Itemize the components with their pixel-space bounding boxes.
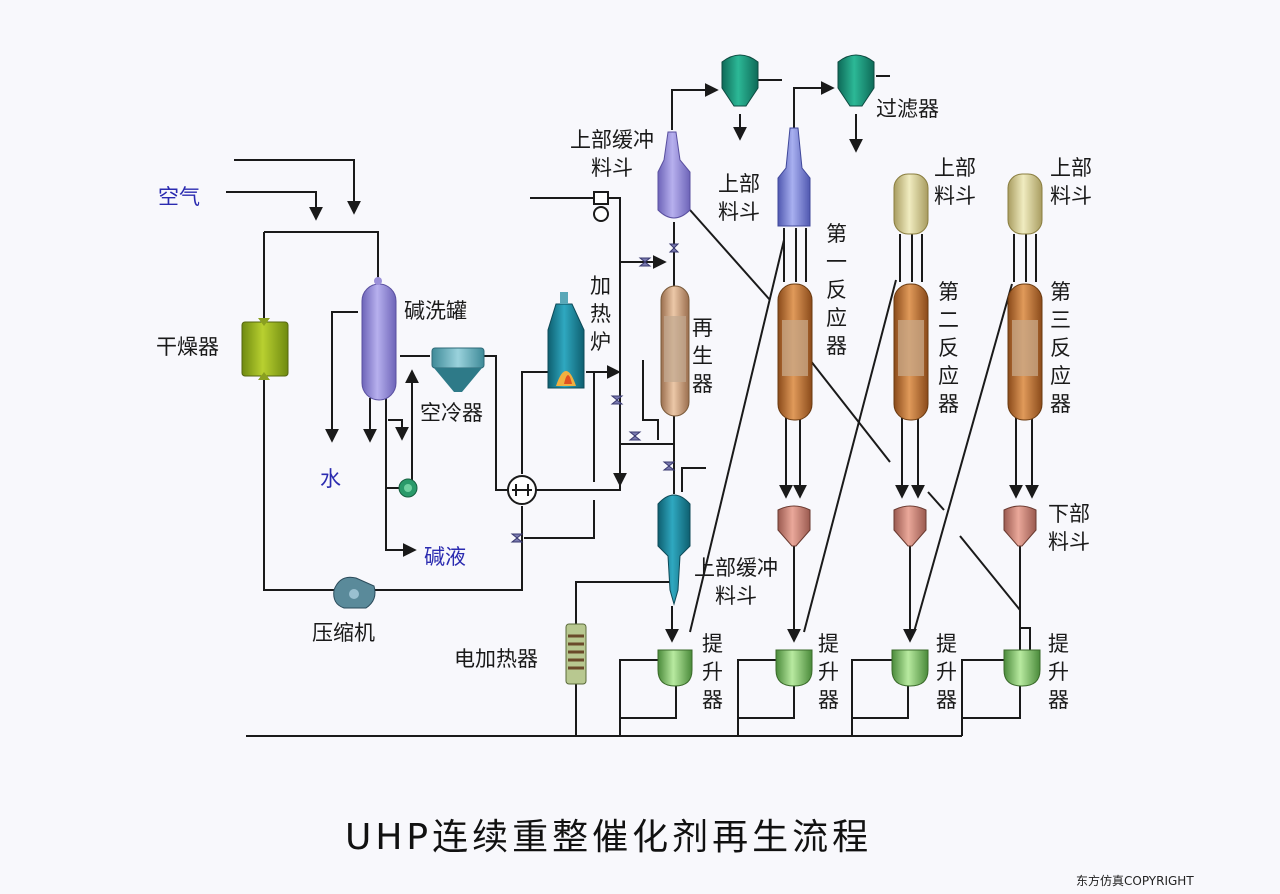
pipe-cooler-out: [484, 355, 508, 491]
copyright: 东方仿真COPYRIGHT: [1076, 874, 1194, 888]
pump[interactable]: [398, 478, 418, 498]
valve-icon[interactable]: [628, 431, 642, 441]
label-reactor-3: 第三反应器: [1050, 280, 1071, 416]
label-caustic-liquid: 碱液: [424, 545, 466, 569]
reactor-1[interactable]: [777, 283, 813, 421]
label-air-cooler: 空冷器: [420, 401, 483, 425]
label-lower-hopper: 下部料斗: [1048, 502, 1090, 554]
label-upper-hopper-1: 上部料斗: [718, 172, 760, 224]
pipe-transfer-3: [959, 535, 1021, 656]
pipe-buffer-to-filter-1: [671, 83, 719, 130]
pipe-lower-3b: [1020, 627, 1031, 650]
label-reactor-1: 第一反应器: [826, 222, 847, 358]
caustic-wash-tank[interactable]: [361, 277, 397, 401]
valve-icon[interactable]: [510, 533, 524, 543]
label-dryer: 干燥器: [156, 335, 219, 359]
pipe-transfer-1: [809, 359, 891, 463]
valve-icon[interactable]: [668, 243, 680, 253]
label-lifter-3: 提升器: [936, 632, 957, 712]
valve-icon[interactable]: [610, 395, 624, 405]
pipe-transfer-2: [927, 491, 945, 511]
label-upper-hopper-2: 上部料斗: [934, 156, 976, 208]
valve-icon[interactable]: [638, 257, 652, 267]
reactor-2[interactable]: [893, 283, 929, 421]
label-lifter-2: 提升器: [818, 632, 839, 712]
lifter-3[interactable]: [891, 649, 929, 687]
pipe-regen-vent: [681, 467, 706, 492]
valve-icon[interactable]: [662, 461, 676, 471]
label-lifter-4: 提升器: [1048, 632, 1069, 712]
upper-buffer-hopper-bottom[interactable]: [657, 494, 691, 606]
lower-hopper-2[interactable]: [893, 505, 927, 547]
electric-heater[interactable]: [565, 623, 587, 685]
label-heating-furnace: 加热炉: [590, 274, 611, 354]
pipe-lifter-drops: [619, 718, 853, 736]
lifter-2[interactable]: [775, 649, 813, 687]
pipe-electric-heater: [575, 581, 672, 736]
pipe-hx-right: [536, 464, 621, 491]
lower-hopper-3[interactable]: [1003, 505, 1037, 547]
upper-buffer-hopper-top[interactable]: [657, 131, 691, 219]
label-filter: 过滤器: [876, 97, 939, 121]
pipe-legs-r2-top: [899, 234, 923, 282]
filter-2[interactable]: [837, 54, 875, 107]
label-regenerator: 再生器: [692, 316, 713, 396]
pipe-hx-mid-2: [524, 500, 595, 539]
upper-hopper-1[interactable]: [777, 127, 811, 227]
pipe-air-inlet-1: [226, 191, 323, 221]
pipe-lift-reactor-3: [913, 283, 1013, 633]
upper-hopper-2[interactable]: [893, 173, 929, 235]
pipe-legs-r1-top: [783, 228, 807, 282]
reactor-3[interactable]: [1007, 283, 1043, 421]
label-caustic-tank: 碱洗罐: [404, 299, 467, 323]
regenerator[interactable]: [660, 285, 690, 417]
label-electric-heater: 电加热器: [454, 647, 538, 671]
pipe-regen-side: [642, 360, 659, 440]
pipe-hopper-to-filter-2: [793, 81, 835, 130]
pipe-caustic-recycle: [325, 311, 358, 443]
lower-hopper-1[interactable]: [777, 505, 811, 547]
filter-1[interactable]: [721, 54, 759, 107]
pipe-lift-buffer: [689, 209, 771, 301]
air-cooler[interactable]: [431, 347, 485, 392]
label-air: 空气: [158, 185, 200, 209]
dryer[interactable]: [241, 318, 289, 380]
pipe-lift-reactor-2: [803, 279, 897, 633]
pipe-regen-gas-rise: [608, 197, 627, 487]
pipe-caustic-bottom-2: [385, 398, 417, 557]
lifter-4[interactable]: [1003, 649, 1041, 687]
label-upper-buffer-hopper-top: 上部缓冲料斗: [570, 128, 654, 180]
lifter-1[interactable]: [657, 649, 693, 687]
label-water: 水: [320, 467, 341, 491]
flow-instrument[interactable]: [593, 191, 609, 222]
heating-furnace[interactable]: [547, 292, 585, 389]
pipe-lifter-4-loop: [961, 659, 1021, 736]
label-compressor: 压缩机: [312, 621, 375, 645]
heat-exchanger[interactable]: [507, 475, 537, 505]
pipe-caustic-bottom-3: [388, 419, 409, 441]
valves: [510, 243, 680, 543]
pipe-lift-reactor-1: [689, 239, 785, 633]
pipe-air-inlet-2: [234, 159, 361, 215]
label-reactor-2: 第二反应器: [938, 280, 959, 416]
pipe-legs-r3-top: [1013, 234, 1037, 282]
pipe-network: [226, 75, 1039, 737]
pipe-legs-r1-bottom: [785, 418, 800, 496]
upper-hopper-3[interactable]: [1007, 173, 1043, 235]
pipe-air-header: [264, 231, 379, 280]
pipe-dryer-out: [263, 376, 523, 591]
label-upper-buffer-hopper-bottom: 上部缓冲料斗: [694, 556, 778, 608]
label-upper-hopper-3: 上部料斗: [1050, 156, 1092, 208]
label-lifter-1: 提升器: [702, 632, 723, 712]
pipe-hx-to-furnace: [521, 371, 548, 474]
compressor[interactable]: [333, 576, 376, 609]
diagram-title: UHP连续重整催化剂再生流程: [345, 817, 873, 858]
